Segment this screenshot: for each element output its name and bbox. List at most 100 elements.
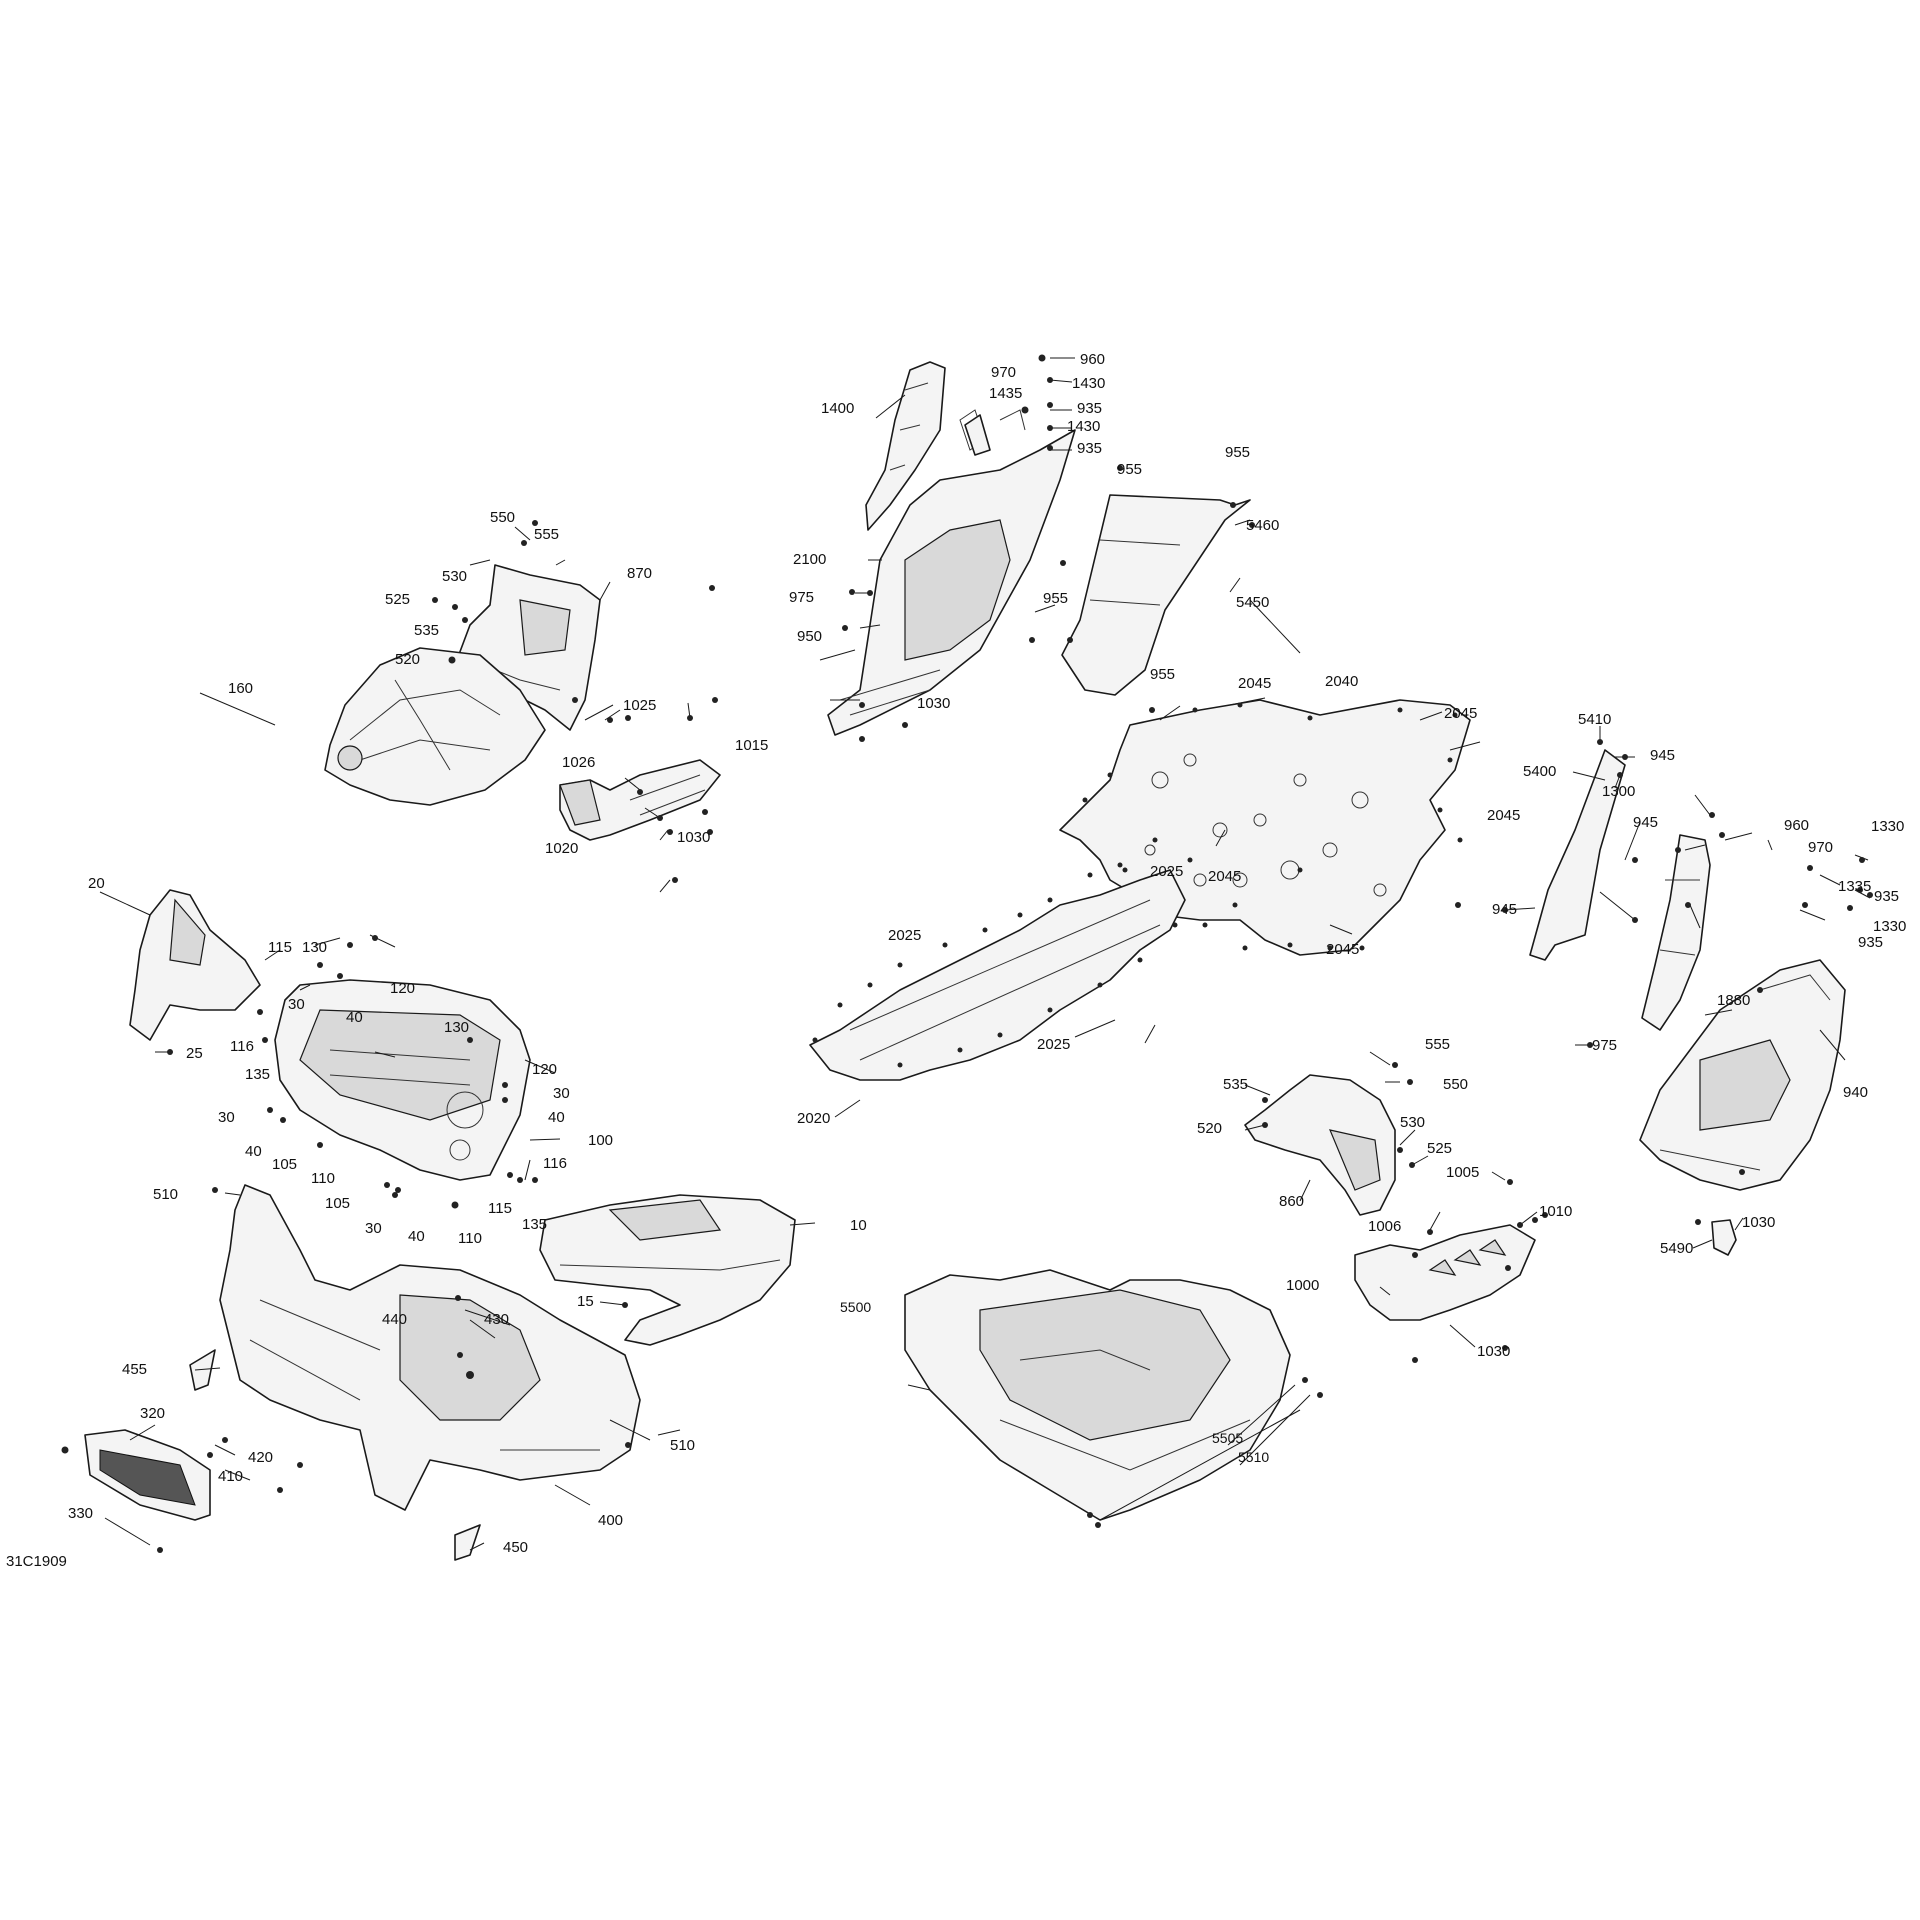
callout-870: 870 bbox=[627, 565, 652, 582]
callout-1020: 1020 bbox=[545, 840, 578, 857]
callout-455: 455 bbox=[122, 1361, 147, 1378]
callout-860: 860 bbox=[1279, 1193, 1304, 1210]
callout-110: 110 bbox=[311, 1170, 335, 1187]
callout-935: 935 bbox=[1874, 888, 1899, 905]
callout-945: 945 bbox=[1633, 814, 1658, 831]
part-400-front-bumper bbox=[219, 1184, 641, 1511]
callout-555: 555 bbox=[534, 526, 559, 543]
callout-935: 935 bbox=[1077, 400, 1102, 417]
callout-530: 530 bbox=[1400, 1114, 1425, 1131]
callout-5505: 5505 bbox=[1212, 1430, 1243, 1446]
callout-40: 40 bbox=[245, 1143, 262, 1160]
callout-135: 135 bbox=[522, 1216, 547, 1233]
callout-1330: 1330 bbox=[1873, 918, 1906, 935]
callout-975: 975 bbox=[789, 589, 814, 606]
callout-1006: 1006 bbox=[1368, 1218, 1401, 1235]
callout-955: 955 bbox=[1150, 666, 1175, 683]
callout-1026: 1026 bbox=[562, 754, 595, 771]
callout-1010: 1010 bbox=[1539, 1203, 1572, 1220]
callout-105: 105 bbox=[272, 1156, 297, 1173]
callout-135: 135 bbox=[245, 1066, 270, 1083]
callout-5450: 5450 bbox=[1236, 594, 1269, 611]
part-5450-heat-shield bbox=[1061, 494, 1251, 696]
callout-1430: 1430 bbox=[1067, 418, 1100, 435]
callout-110: 110 bbox=[458, 1230, 482, 1247]
callout-955: 955 bbox=[1117, 461, 1142, 478]
callout-530: 530 bbox=[442, 568, 467, 585]
callout-970: 970 bbox=[991, 364, 1016, 381]
part-1400-upper-panel bbox=[865, 361, 946, 531]
callout-2100: 2100 bbox=[793, 551, 826, 568]
callout-5510: 5510 bbox=[1238, 1449, 1269, 1465]
part-1020-floor-bracket bbox=[559, 759, 721, 841]
callout-30: 30 bbox=[553, 1085, 570, 1102]
diagram-reference-code: 31C1909 bbox=[6, 1553, 67, 1570]
callout-1030: 1030 bbox=[917, 695, 950, 712]
callout-535: 535 bbox=[414, 622, 439, 639]
callout-130: 130 bbox=[444, 1019, 469, 1036]
callout-20: 20 bbox=[88, 875, 105, 892]
part-860-bracket bbox=[1244, 1074, 1396, 1216]
callout-115: 115 bbox=[268, 939, 292, 956]
part-2020-skid-plate bbox=[809, 869, 1186, 1081]
callout-1000: 1000 bbox=[1286, 1277, 1319, 1294]
callout-120: 120 bbox=[390, 980, 415, 997]
callout-440: 440 bbox=[382, 1311, 407, 1328]
callout-420: 420 bbox=[248, 1449, 273, 1466]
callout-2045: 2045 bbox=[1208, 868, 1241, 885]
callout-550: 550 bbox=[490, 509, 515, 526]
part-1300-upper-panel bbox=[1641, 834, 1711, 1031]
callout-960: 960 bbox=[1080, 351, 1105, 368]
callout-2025: 2025 bbox=[888, 927, 921, 944]
callout-330: 330 bbox=[68, 1505, 93, 1522]
callout-30: 30 bbox=[218, 1109, 235, 1126]
callout-975: 975 bbox=[1592, 1037, 1617, 1054]
callout-5410: 5410 bbox=[1578, 711, 1611, 728]
callout-1030: 1030 bbox=[1742, 1214, 1775, 1231]
callout-520: 520 bbox=[1197, 1120, 1222, 1137]
callout-120: 120 bbox=[532, 1061, 557, 1078]
callout-955: 955 bbox=[1225, 444, 1250, 461]
part-320-grille bbox=[84, 1429, 211, 1521]
part-20-front-fascia-side bbox=[129, 889, 261, 1041]
callout-1300: 1300 bbox=[1602, 783, 1635, 800]
part-5500-roof bbox=[904, 1269, 1291, 1521]
callout-945: 945 bbox=[1492, 901, 1517, 918]
part-455-reflector bbox=[189, 1349, 216, 1391]
callout-116: 116 bbox=[543, 1155, 567, 1172]
callout-510: 510 bbox=[670, 1437, 695, 1454]
callout-160: 160 bbox=[228, 680, 253, 697]
callout-940: 940 bbox=[1843, 1084, 1868, 1101]
callout-555: 555 bbox=[1425, 1036, 1450, 1053]
callout-1435: 1435 bbox=[989, 385, 1022, 402]
callout-1005: 1005 bbox=[1446, 1164, 1479, 1181]
callout-115: 115 bbox=[488, 1200, 512, 1217]
callout-30: 30 bbox=[365, 1220, 382, 1237]
fastener-dots bbox=[61, 354, 1873, 1553]
callout-950: 950 bbox=[797, 628, 822, 645]
callout-2020: 2020 bbox=[797, 1110, 830, 1127]
part-940-side-panel bbox=[1639, 959, 1846, 1191]
callout-935: 935 bbox=[1858, 934, 1883, 951]
callout-400: 400 bbox=[598, 1512, 623, 1529]
callout-1030: 1030 bbox=[1477, 1343, 1510, 1360]
callout-100: 100 bbox=[588, 1132, 613, 1149]
callout-10: 10 bbox=[850, 1217, 867, 1234]
part-950-side-panel bbox=[827, 409, 1076, 736]
callout-535: 535 bbox=[1223, 1076, 1248, 1093]
callout-1330: 1330 bbox=[1871, 818, 1904, 835]
callout-2040: 2040 bbox=[1325, 673, 1358, 690]
callout-105: 105 bbox=[325, 1195, 350, 1212]
leader-lines bbox=[99, 357, 1871, 1551]
callout-5400: 5400 bbox=[1523, 763, 1556, 780]
callout-970: 970 bbox=[1808, 839, 1833, 856]
callout-945: 945 bbox=[1650, 747, 1675, 764]
callout-15: 15 bbox=[577, 1293, 594, 1310]
callout-430: 430 bbox=[484, 1311, 509, 1328]
callout-40: 40 bbox=[346, 1009, 363, 1026]
callout-1015: 1015 bbox=[735, 737, 768, 754]
callout-955: 955 bbox=[1043, 590, 1068, 607]
callout-40: 40 bbox=[408, 1228, 425, 1245]
callout-1430: 1430 bbox=[1072, 375, 1105, 392]
